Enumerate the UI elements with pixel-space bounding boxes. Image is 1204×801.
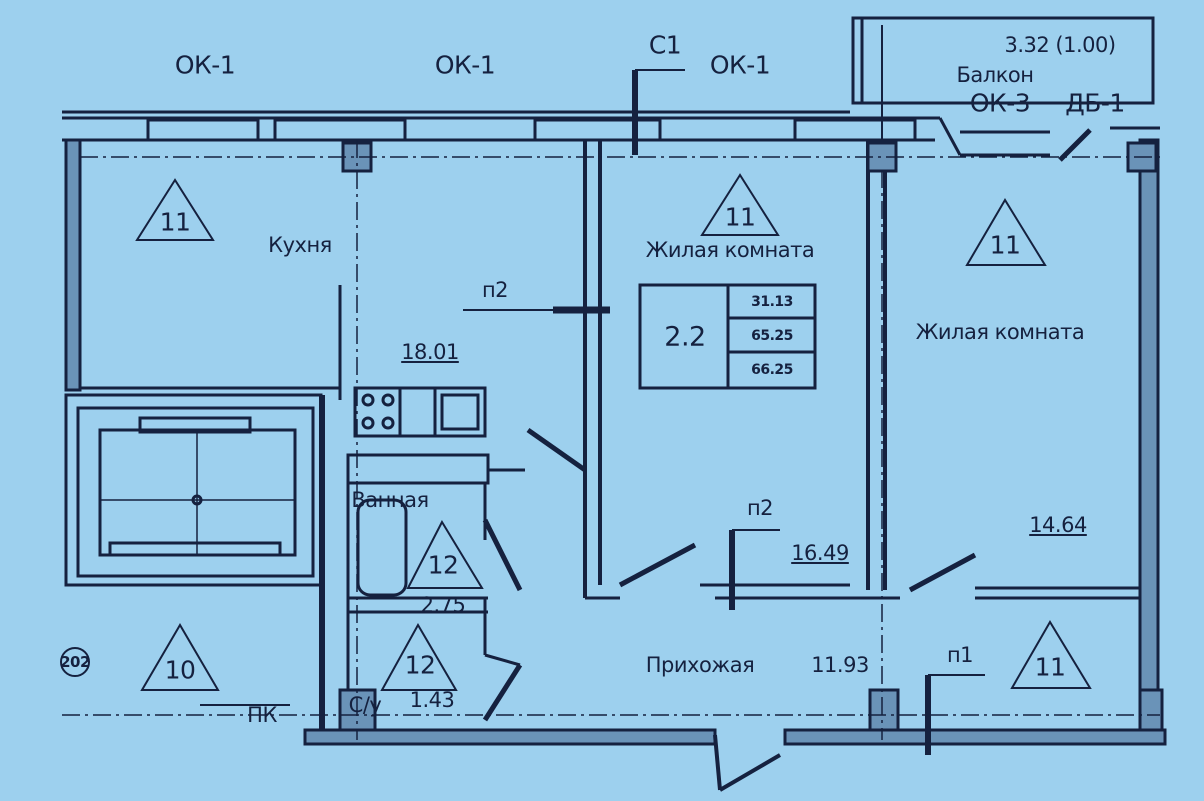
- living2-label: Жилая комната: [915, 320, 1085, 344]
- axis-marker: 202: [60, 653, 90, 671]
- living2-area: 14.64: [1029, 513, 1087, 537]
- hall-area: 11.93: [811, 653, 869, 677]
- total-area-value: 66.25: [751, 362, 793, 378]
- kitchen-partition-mark: п2: [481, 278, 509, 302]
- living-area-value: 31.13: [751, 294, 793, 310]
- wc-label: С/у: [348, 693, 382, 717]
- balcony-window-label: ОК-3: [969, 88, 1031, 118]
- bathroom-tag: 12: [427, 550, 459, 580]
- apartment-type: 2.2: [664, 321, 706, 353]
- living1-area: 16.49: [791, 541, 849, 565]
- wc-tag: 12: [404, 650, 436, 680]
- bathroom-area: 2.75: [420, 593, 466, 617]
- living1-tag: 11: [724, 202, 756, 232]
- wc-area: 1.43: [409, 688, 455, 712]
- kitchen-area: 18.01: [401, 340, 459, 364]
- hall-partition-mark: п1: [946, 643, 974, 667]
- balcony-door-label: ДБ-1: [1065, 88, 1125, 118]
- hall-label: Прихожая: [645, 653, 755, 677]
- area-value: 65.25: [751, 328, 793, 344]
- window-label-ok1-middle: ОК-1: [434, 50, 496, 80]
- kitchen-tag: 11: [159, 207, 191, 237]
- balcony-label: Балкон: [956, 63, 1034, 87]
- window-label-ok1-right: ОК-1: [709, 50, 771, 80]
- bathroom-label: Ванная: [351, 488, 429, 512]
- section-mark: С1: [648, 30, 682, 60]
- stair-tag: 10: [164, 655, 196, 685]
- living1-partition-mark: п2: [746, 496, 774, 520]
- top-wall: [62, 110, 1160, 157]
- kitchen-label: Кухня: [268, 233, 332, 257]
- lift-shaft: [64, 393, 323, 587]
- living1-label: Жилая комната: [645, 238, 815, 262]
- hall-tag: 11: [1034, 652, 1066, 682]
- window-label-ok1-left: ОК-1: [174, 50, 236, 80]
- stair-label: ПК: [247, 703, 277, 727]
- living2-tag: 11: [989, 230, 1021, 260]
- balcony-area: 3.32 (1.00): [1004, 33, 1116, 57]
